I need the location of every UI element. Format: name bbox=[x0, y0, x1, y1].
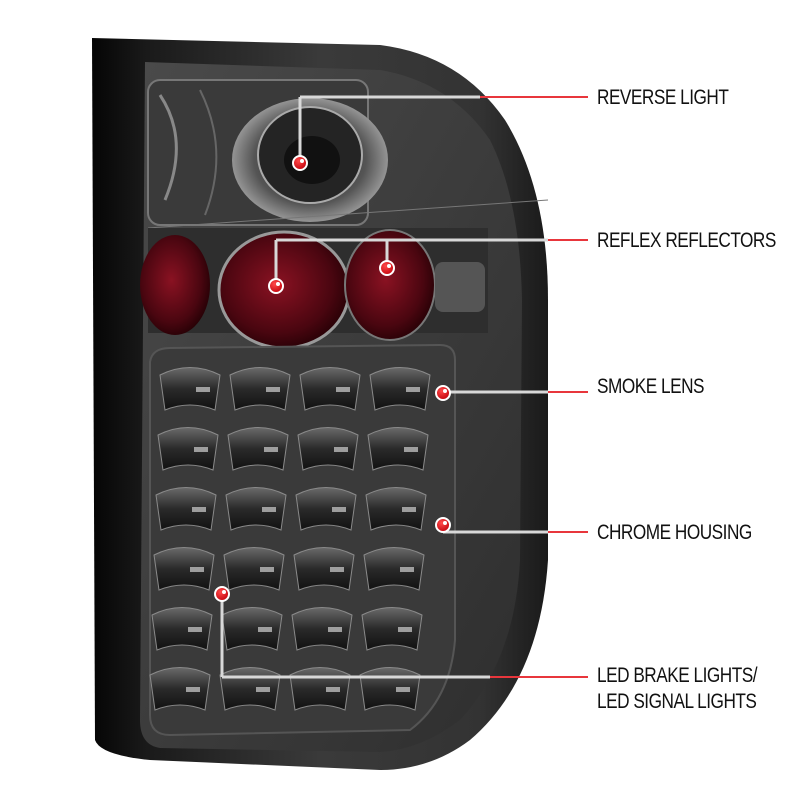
led-highlight bbox=[258, 627, 272, 632]
led-highlight bbox=[256, 687, 270, 692]
label-led-lights-line1: LED BRAKE LIGHTS/ bbox=[597, 664, 758, 687]
led-cell bbox=[159, 367, 221, 411]
led-highlight bbox=[192, 507, 206, 512]
led-highlight bbox=[196, 387, 210, 392]
led-cell bbox=[153, 547, 215, 591]
led-highlight bbox=[262, 507, 276, 512]
led-cell bbox=[219, 667, 281, 711]
led-cell bbox=[225, 487, 287, 531]
led-cell bbox=[299, 367, 361, 411]
led-highlight bbox=[264, 447, 278, 452]
led-highlight bbox=[406, 387, 420, 392]
reflector-left bbox=[217, 230, 351, 350]
led-highlight bbox=[396, 687, 410, 692]
callout-dot-highlight bbox=[300, 159, 304, 163]
callout-dot-highlight bbox=[222, 590, 226, 594]
led-highlight bbox=[328, 627, 342, 632]
led-highlight bbox=[194, 447, 208, 452]
led-cell bbox=[291, 607, 353, 651]
label-smoke-lens: SMOKE LENS bbox=[597, 375, 705, 398]
led-cell bbox=[289, 667, 351, 711]
led-cell bbox=[365, 487, 427, 531]
led-highlight bbox=[330, 567, 344, 572]
led-cell bbox=[297, 427, 359, 471]
led-cell bbox=[227, 427, 289, 471]
led-cell bbox=[367, 427, 429, 471]
led-cell bbox=[223, 547, 285, 591]
led-highlight bbox=[334, 447, 348, 452]
led-cell bbox=[151, 607, 213, 651]
callout-dot-led-lights bbox=[214, 586, 230, 602]
led-cell bbox=[369, 367, 431, 411]
callout-dot-reverse-light bbox=[292, 155, 308, 171]
led-highlight bbox=[260, 567, 274, 572]
led-cell bbox=[157, 427, 219, 471]
led-highlight bbox=[186, 687, 200, 692]
led-cell bbox=[361, 607, 423, 651]
led-highlight bbox=[402, 507, 416, 512]
label-led-lights-line2: LED SIGNAL LIGHTS bbox=[597, 690, 757, 713]
led-highlight bbox=[336, 387, 350, 392]
led-highlight bbox=[190, 567, 204, 572]
label-reflex-reflectors: REFLEX REFLECTORS bbox=[597, 229, 776, 252]
led-cell bbox=[363, 547, 425, 591]
label-chrome-housing: CHROME HOUSING bbox=[597, 521, 752, 544]
callout-dot-highlight bbox=[443, 521, 447, 525]
led-cell bbox=[149, 667, 211, 711]
led-highlight bbox=[188, 627, 202, 632]
led-highlight bbox=[400, 567, 414, 572]
callout-dot-highlight bbox=[276, 282, 280, 286]
led-array bbox=[149, 367, 431, 711]
led-highlight bbox=[326, 687, 340, 692]
led-highlight bbox=[398, 627, 412, 632]
led-cell bbox=[359, 667, 421, 711]
reflector-right bbox=[344, 229, 436, 341]
led-highlight bbox=[332, 507, 346, 512]
led-cell bbox=[293, 547, 355, 591]
callout-dot-highlight bbox=[387, 264, 391, 268]
led-cell bbox=[155, 487, 217, 531]
led-highlight bbox=[404, 447, 418, 452]
callout-dot-reflex-reflectors bbox=[268, 278, 284, 294]
led-cell bbox=[221, 607, 283, 651]
callout-dot-reflex-reflectors bbox=[379, 260, 395, 276]
led-highlight bbox=[266, 387, 280, 392]
callout-dot-chrome-housing bbox=[435, 517, 451, 533]
callout-dot-highlight bbox=[443, 389, 447, 393]
callout-dot-smoke-lens bbox=[435, 385, 451, 401]
leader-lines bbox=[214, 95, 588, 679]
label-reverse-light: REVERSE LIGHT bbox=[597, 86, 729, 109]
led-cell bbox=[295, 487, 357, 531]
led-cell bbox=[229, 367, 291, 411]
